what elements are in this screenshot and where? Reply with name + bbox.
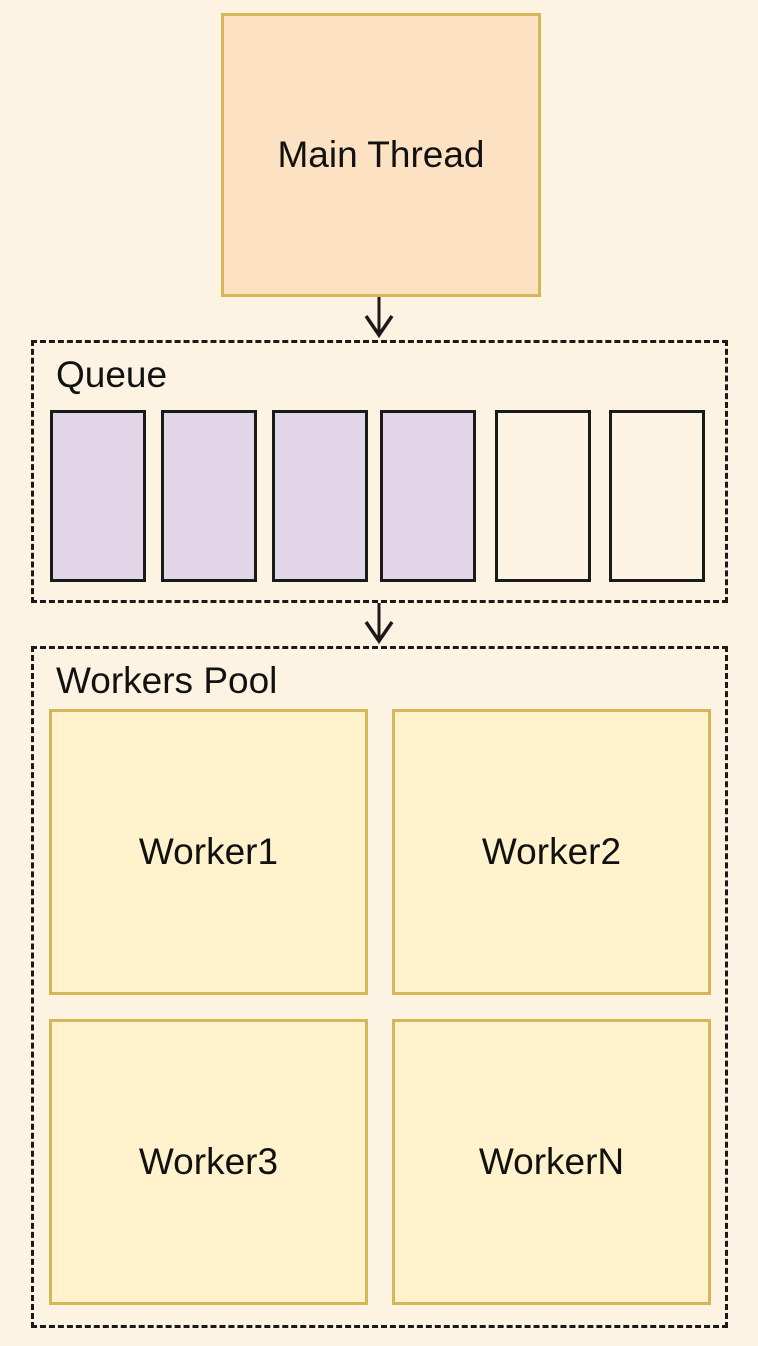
arrow-main-to-queue (364, 297, 394, 339)
queue-label: Queue (56, 354, 168, 395)
workers-pool-group (31, 646, 728, 1328)
worker-label: Worker1 (138, 831, 279, 872)
queue-slot (161, 410, 257, 582)
arrow-queue-to-pool (364, 603, 394, 645)
queue-slot (272, 410, 368, 582)
workers-pool-label: Workers Pool (56, 660, 278, 701)
queue-slot (609, 410, 705, 582)
worker-label: Worker2 (481, 831, 622, 872)
queue-slot (495, 410, 591, 582)
worker-label: WorkerN (478, 1141, 625, 1182)
worker-node: WorkerN (392, 1019, 711, 1305)
queue-group (31, 340, 728, 603)
worker-label: Worker3 (138, 1141, 279, 1182)
worker-node: Worker2 (392, 709, 711, 995)
main-thread-node: Main Thread (221, 13, 541, 297)
main-thread-label: Main Thread (277, 134, 485, 175)
queue-slot (50, 410, 146, 582)
queue-slot (380, 410, 476, 582)
worker-node: Worker1 (49, 709, 368, 995)
worker-node: Worker3 (49, 1019, 368, 1305)
